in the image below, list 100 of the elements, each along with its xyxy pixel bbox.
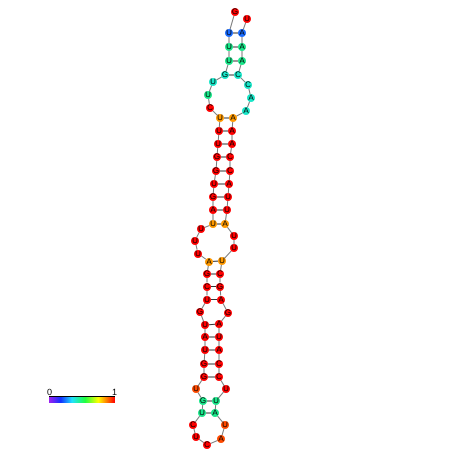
scale-tick-label: 1 xyxy=(112,387,118,397)
nucleotide-circle: U xyxy=(216,114,224,122)
nucleotide-circle: A xyxy=(247,94,255,102)
nucleotide-circle: A xyxy=(215,320,223,328)
nucleotide-circle: A xyxy=(238,57,246,65)
backbone-line xyxy=(218,368,220,374)
backbone-line xyxy=(218,328,220,334)
nucleotide-circle: C xyxy=(226,167,234,175)
nucleotide-circle: U xyxy=(201,346,209,354)
nucleotide-circle: U xyxy=(209,78,217,86)
backbone-line xyxy=(210,440,218,444)
backbone-line xyxy=(230,15,234,30)
backbone-line xyxy=(218,122,220,128)
backbone-line xyxy=(218,340,220,346)
nucleotide-circle: C xyxy=(206,104,214,112)
backbone-line xyxy=(242,22,246,30)
nucleotide-circle: C xyxy=(234,71,242,79)
backbone-line xyxy=(230,147,232,154)
nucleotide-circle: A xyxy=(228,140,236,148)
nucleotide-circle: G xyxy=(213,153,221,161)
nucleotide-circle: U xyxy=(209,220,217,228)
backbone-line xyxy=(200,255,206,260)
base-pair-line xyxy=(220,156,226,158)
nucleotide-circle: U xyxy=(194,250,202,258)
backbone-line xyxy=(228,50,230,58)
nucleotide-circle: C xyxy=(215,373,223,381)
backbone-line xyxy=(194,416,200,422)
backbone-line xyxy=(224,250,232,259)
nucleotide-circle: G xyxy=(224,309,232,317)
base-pair-line xyxy=(210,299,218,300)
backbone-line xyxy=(228,36,230,44)
nucleotide-circle: U xyxy=(215,127,223,135)
nucleotide-circle: A xyxy=(209,206,217,214)
backbone-line xyxy=(216,148,218,154)
nucleotide-circle: A xyxy=(238,29,246,37)
nucleotide-circle: U xyxy=(221,421,229,429)
nucleotide-circle: G xyxy=(199,397,207,405)
backbone-line xyxy=(214,174,216,181)
backbone-line xyxy=(218,354,220,360)
nucleotide-circle: G xyxy=(203,270,211,278)
nucleotide-circle: U xyxy=(224,193,232,201)
backbone-line xyxy=(220,264,222,271)
nucleotide-circle: U xyxy=(230,232,238,240)
nucleotide-circle: C xyxy=(215,360,223,368)
nucleotide-circle: G xyxy=(216,282,224,290)
base-pair-line xyxy=(208,376,216,378)
nucleotide-circle: U xyxy=(225,29,233,37)
backbone-line xyxy=(212,200,214,206)
base-pair-line xyxy=(208,324,216,326)
nucleotide-circle: U xyxy=(198,409,206,417)
backbone-line xyxy=(222,302,227,310)
base-pair-line xyxy=(208,336,216,338)
nucleotide-circle: A xyxy=(215,346,223,354)
backbone-line xyxy=(218,134,220,140)
backbone-line xyxy=(228,174,230,180)
backbone-line xyxy=(228,188,230,194)
nucleotide-circle: G xyxy=(209,193,217,201)
nucleotide-circle: G xyxy=(221,71,229,79)
backbone-line xyxy=(216,160,218,168)
backbone-line xyxy=(198,438,204,444)
nucleotide-circle: A xyxy=(225,180,233,188)
nucleotide-circle: U xyxy=(225,57,233,65)
nucleotide-circle: A xyxy=(217,435,225,443)
nucleotide-circle: A xyxy=(211,409,219,417)
backbone-line xyxy=(225,213,227,221)
backbone-line xyxy=(217,416,223,422)
nucleotide-circle: U xyxy=(214,140,222,148)
backbone-line xyxy=(220,290,222,296)
backbone-line xyxy=(202,404,204,410)
nucleotide-circle: C xyxy=(216,270,224,278)
backbone-line xyxy=(212,214,214,220)
nucleotide-circle: C xyxy=(189,421,197,429)
nucleotide-circle: G xyxy=(200,373,208,381)
base-pair-line xyxy=(210,286,216,287)
nucleotide-circle: U xyxy=(243,15,251,23)
backbone-line xyxy=(206,278,208,283)
nucleotide-circle: U xyxy=(191,236,199,244)
nucleotide-circle: U xyxy=(212,397,220,405)
nucleotide-circle: A xyxy=(228,127,236,135)
nucleotide-circle: A xyxy=(217,296,225,304)
nucleotide-circle: C xyxy=(226,153,234,161)
base-pair-line xyxy=(232,60,238,62)
backbone-line xyxy=(208,98,210,105)
nucleotide-circle: C xyxy=(203,282,211,290)
nucleotide-circle: G xyxy=(231,8,239,16)
backbone-line xyxy=(222,428,224,436)
base-pair-line xyxy=(228,74,234,76)
base-pair-line xyxy=(220,170,226,172)
backbone-line xyxy=(220,380,224,386)
base-pair-line xyxy=(206,400,212,402)
base-pair-line xyxy=(212,260,218,262)
nucleotide-circle: U xyxy=(203,296,211,304)
nucleotide-circle: U xyxy=(225,43,233,51)
nucleotide-circle: U xyxy=(204,91,212,99)
backbone-line xyxy=(206,290,208,296)
backbone-line xyxy=(198,380,202,386)
backbone-line xyxy=(193,428,196,434)
backbone-line xyxy=(226,64,228,72)
nucleotide-circle: A xyxy=(229,114,237,122)
backbone-line xyxy=(196,232,200,238)
